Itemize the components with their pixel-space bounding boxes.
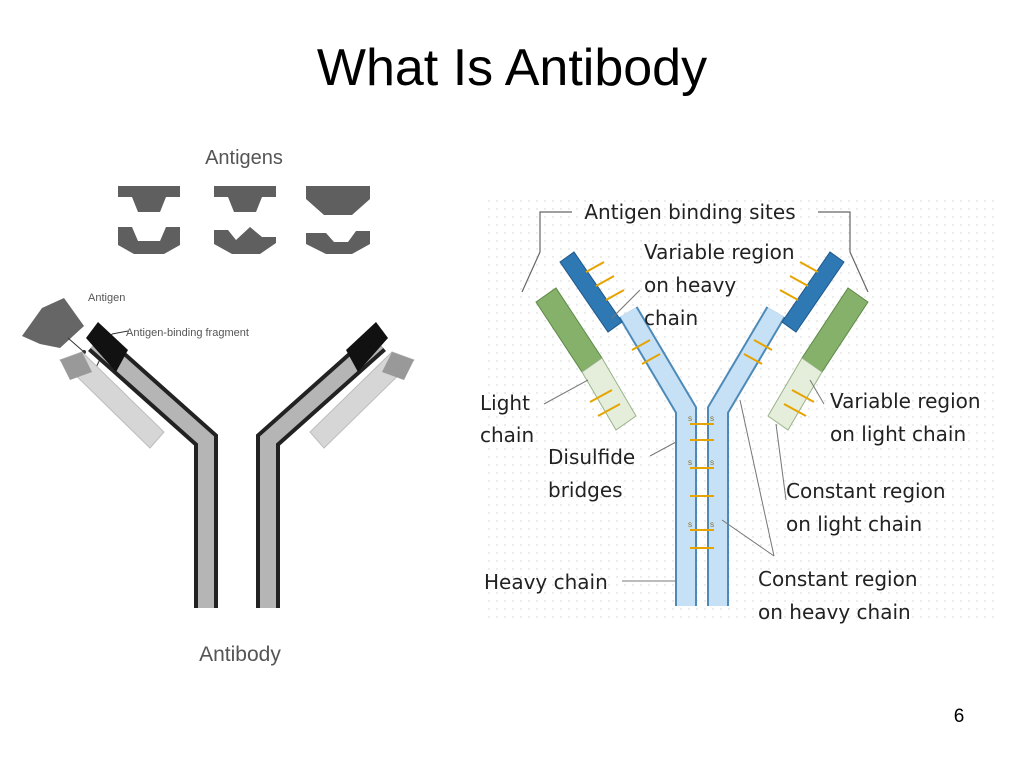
const-light-label-2: on light chain: [786, 512, 922, 536]
antibody-label: Antibody: [199, 643, 281, 666]
bridge-mark: S: [710, 523, 714, 529]
bridge-mark: S: [710, 461, 714, 467]
var-light-label-1: Variable region: [830, 389, 981, 413]
antigen-shape: [214, 227, 276, 254]
const-heavy-label-2: on heavy chain: [758, 600, 911, 624]
antigens-label: Antigens: [205, 147, 283, 169]
antigen-shape: [214, 186, 276, 212]
light-chain-label-1: Light: [480, 391, 530, 415]
bridge-mark: S: [688, 461, 692, 467]
disulfide-label-1: Disulfide: [548, 445, 635, 469]
light-constant-region-right: [767, 357, 823, 431]
disulfide-bridges-upper: [585, 261, 819, 417]
var-heavy-label-2: on heavy: [644, 273, 736, 297]
light-chain-left: [535, 287, 637, 431]
light-chain-label-2: chain: [480, 423, 534, 447]
antigen-shape: [118, 186, 180, 212]
bridge-mark: S: [688, 523, 692, 529]
antigen-shape: [306, 186, 370, 215]
fragment-label: Antigen-binding fragment: [126, 327, 249, 339]
const-heavy-label-1: Constant region: [758, 567, 918, 591]
light-constant-region-left: [581, 357, 637, 431]
antigen-shape: [306, 231, 370, 254]
heavy-chain-label: Heavy chain: [484, 570, 608, 594]
disulfide-label-2: bridges: [548, 478, 623, 502]
right-heavy-chain: [260, 336, 384, 608]
disulfide-bridges-hinge: [690, 423, 714, 549]
heavy-chain-right: [707, 251, 845, 606]
binding-site-bracket-left: [521, 211, 572, 293]
heavy-variable-region-left: [559, 251, 623, 333]
const-light-label-1: Constant region: [786, 479, 946, 503]
fragment-pointer-line: [111, 330, 129, 335]
antigen-pointer-line: [67, 337, 85, 353]
slide-title: What Is Antibody: [316, 39, 708, 97]
heavy-chain-left: [559, 251, 697, 606]
left-variable-tip: [86, 322, 128, 372]
var-light-label-2: on light chain: [830, 422, 966, 446]
leader-lines: [543, 289, 825, 582]
var-heavy-label-1: Variable region: [644, 240, 795, 264]
page-number: 6: [953, 706, 965, 727]
left-antibody-diagram: Antigens Antigen Antigen-binding fragmen…: [22, 147, 415, 666]
right-variable-tip: [346, 322, 388, 372]
bridge-mark: S: [688, 417, 692, 423]
heavy-variable-region-right: [781, 251, 845, 333]
antigen-shape: [118, 227, 180, 254]
right-light-chain: [309, 351, 415, 449]
bridge-marks: S S S S S S: [688, 417, 714, 529]
left-light-chain: [59, 351, 165, 449]
binding-site-bracket-right: [818, 211, 869, 293]
bound-antigen: [22, 298, 84, 348]
binding-sites-label: Antigen binding sites: [584, 200, 795, 224]
right-antibody-diagram: S S S S S S Antigen binding sites Variab…: [480, 198, 996, 624]
light-chain-right: [767, 287, 869, 431]
left-heavy-chain: [90, 336, 214, 608]
antigen-shapes: [118, 186, 370, 254]
antigen-label: Antigen: [88, 292, 125, 304]
bridge-mark: S: [710, 417, 714, 423]
var-heavy-label-3: chain: [644, 306, 698, 330]
